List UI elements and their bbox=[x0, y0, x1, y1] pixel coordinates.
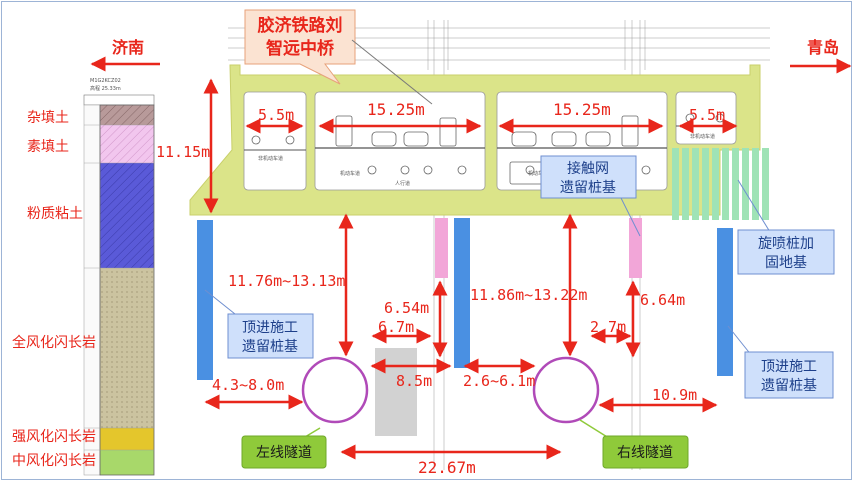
borehole-header bbox=[83, 94, 155, 106]
jacking-pile-middle bbox=[454, 218, 470, 368]
callout-jacking-left-line1: 顶进施工 bbox=[242, 320, 298, 336]
dim-span-mid-left: 15.25m bbox=[367, 100, 425, 119]
underground-wall bbox=[375, 348, 417, 436]
dim-span-left-small: 5.5m bbox=[258, 106, 294, 124]
direction-right-label: 青岛 bbox=[807, 38, 839, 57]
catenary-pile-left bbox=[435, 218, 448, 278]
dimension-arrows bbox=[203, 78, 738, 460]
title-line-2: 智远中桥 bbox=[266, 38, 335, 59]
bridge-chamber-1 bbox=[243, 91, 307, 191]
callout-jacking-left: 顶进施工 遗留桩基 bbox=[204, 289, 314, 359]
dim-left-tunnel-gap: 8.5m bbox=[396, 372, 432, 390]
borehole-column: M1G2KCZ02 高程 25.33m bbox=[83, 78, 155, 476]
dim-left-tunnel-offset: 4.3~8.0m bbox=[212, 376, 284, 394]
dim-right-clearance: 11.86m~13.22m bbox=[470, 286, 587, 304]
jacking-pile-left bbox=[197, 220, 213, 380]
tunnel-right-text: 右线隧道 bbox=[617, 445, 673, 461]
soil-label-zhongfenghua: 中风化闪长岩 bbox=[12, 453, 96, 469]
lane-label-2: 机动车道 bbox=[340, 170, 360, 177]
lane-label-1: 非机动车道 bbox=[258, 155, 283, 162]
lane-label-4: 机动车道 bbox=[528, 170, 548, 177]
jet-grout-piles bbox=[672, 148, 769, 220]
dim-span-mid-right: 15.25m bbox=[553, 100, 611, 119]
tunnel-left-label: 左线隧道 bbox=[241, 427, 327, 469]
tunnel-right-label: 右线隧道 bbox=[579, 419, 689, 469]
jacking-pile-right bbox=[717, 228, 733, 376]
callout-jet-grout-line1: 旋喷桩加 bbox=[758, 235, 814, 252]
dim-mid-tunnel-gap: 2.6~6.1m bbox=[463, 372, 535, 390]
soil-label-qiangfenghua: 强风化闪长岩 bbox=[12, 429, 96, 445]
title-callout: 胶济铁路刘 智远中桥 bbox=[244, 9, 433, 105]
callout-jet-grout: 旋喷桩加 固地基 bbox=[737, 179, 835, 275]
callout-jacking-left-line2: 遗留桩基 bbox=[242, 338, 298, 355]
dim-left-pile-gap: 6.7m bbox=[378, 318, 414, 336]
dim-tunnel-spacing: 22.67m bbox=[418, 458, 476, 477]
soil-label-quanfenghua: 全风化闪长岩 bbox=[12, 334, 96, 351]
title-line-1: 胶济铁路刘 bbox=[258, 15, 343, 36]
lane-label-3: 人行道 bbox=[395, 180, 410, 187]
dim-bridge-height: 11.15m bbox=[156, 143, 210, 161]
soil-label-sutian: 素填土 bbox=[27, 139, 69, 155]
dim-right-pile-gap: 2.7m bbox=[590, 318, 626, 336]
borehole-elevation: 高程 25.33m bbox=[90, 85, 121, 92]
layer-fill-zhongfenghua bbox=[100, 450, 154, 475]
tunnel-left-text: 左线隧道 bbox=[256, 445, 312, 461]
dim-right-pile-depth: 6.64m bbox=[640, 291, 685, 309]
dim-span-right-small: 5.5m bbox=[689, 106, 725, 124]
layer-fill-qiangfenghua bbox=[100, 428, 154, 450]
callout-catenary-line1: 接触网 bbox=[567, 160, 609, 177]
soil-label-zatian: 杂填土 bbox=[27, 110, 69, 126]
lane-label-5: 非机动车道 bbox=[690, 133, 715, 140]
callout-jacking-right: 顶进施工 遗留桩基 bbox=[727, 325, 834, 399]
tunnel-right-circle bbox=[532, 356, 600, 424]
dim-left-pile-depth: 6.54m bbox=[384, 299, 429, 317]
callout-jacking-right-line1: 顶进施工 bbox=[761, 359, 817, 375]
callout-catenary-line2: 遗留桩基 bbox=[560, 179, 616, 196]
direction-left-label: 济南 bbox=[112, 38, 144, 57]
bridge-chamber-2 bbox=[314, 91, 486, 191]
borehole-id: M1G2KCZ02 bbox=[90, 78, 121, 84]
dim-left-clearance: 11.76m~13.13m bbox=[228, 272, 345, 290]
dim-right-tunnel-offset: 10.9m bbox=[652, 386, 697, 404]
tunnel-left-circle bbox=[301, 356, 369, 424]
callout-jacking-right-line2: 遗留桩基 bbox=[761, 377, 817, 394]
callout-catenary: 接触网 遗留桩基 bbox=[540, 155, 641, 237]
soil-label-fenzhi: 粉质粘土 bbox=[27, 206, 83, 222]
callout-jet-grout-line2: 固地基 bbox=[765, 254, 807, 271]
